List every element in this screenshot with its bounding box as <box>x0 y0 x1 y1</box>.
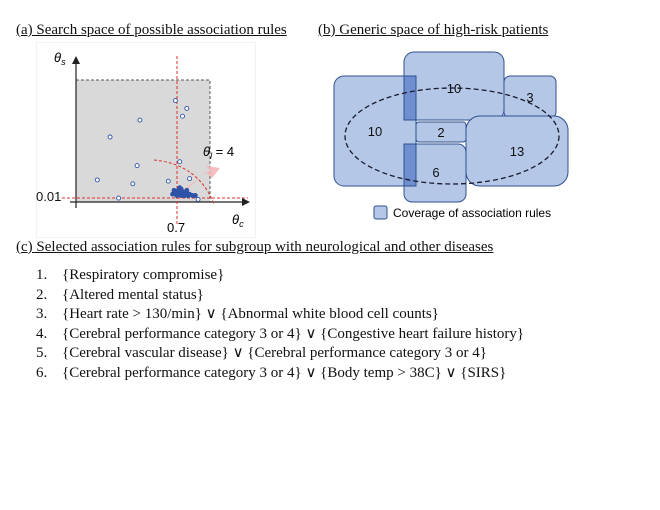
data-points <box>94 98 201 202</box>
rule-text: {Heart rate > 130/min} ∨ {Abnormal white… <box>62 306 439 323</box>
rule-text: {Altered mental status} <box>62 286 204 303</box>
rule-item: 5. {Cerebral vascular disease} ∨ {Cerebra… <box>36 344 524 364</box>
scatter-point-0 <box>107 134 113 140</box>
scatter-point-10 <box>165 178 171 184</box>
caption-panel-a: (a) Search space of possible association… <box>16 22 287 38</box>
rule-number: 3. <box>36 306 48 323</box>
legend-label: Coverage of association rules <box>393 206 551 220</box>
feasible-region <box>75 79 211 203</box>
rule-text: {Cerebral performance category 3 or 4} ∨… <box>62 325 525 342</box>
scatter-point-3 <box>180 113 185 119</box>
x-axis-label: θc <box>232 212 244 229</box>
scatter-point-1 <box>137 117 143 123</box>
rule-number: 1. <box>36 267 48 283</box>
coverage-diagram: 10 3 10 2 13 6 Coverage of association r… <box>333 51 569 220</box>
scatter-point-36 <box>195 196 201 202</box>
y-threshold-label: 0.01 <box>36 189 62 204</box>
rule-item: 6. {Cerebral performance category 3 or 4}… <box>36 364 524 384</box>
caption-panel-b: (b) Generic space of high-risk patients <box>318 22 549 38</box>
scatter-point-34 <box>184 187 190 193</box>
rule-text: {Respiratory compromise} <box>62 267 225 283</box>
rule-item: 4. {Cerebral performance category 3 or 4}… <box>36 325 524 345</box>
overlap-left-top <box>403 75 417 121</box>
rule-item: 1. {Respiratory compromise} <box>36 266 524 286</box>
legend-swatch <box>373 205 388 220</box>
scatter-point-5 <box>134 163 140 169</box>
scatter-point-12 <box>187 176 193 182</box>
association-rule-list: 1. {Respiratory compromise} 2. {Altered men… <box>36 266 524 384</box>
region-count-top-right: 3 <box>526 90 533 105</box>
y-axis-label: θs <box>54 50 66 67</box>
scatter-point-29 <box>174 193 180 198</box>
region-count-left: 10 <box>368 124 382 139</box>
scatter-point-2 <box>172 98 178 104</box>
lift-curve-label: θl = 4 <box>203 144 234 161</box>
high-risk-space <box>344 87 560 185</box>
rule-item: 3. {Heart rate > 130/min} ∨ {Abnormal whi… <box>36 305 524 325</box>
scatter-point-33 <box>177 185 183 191</box>
rule-number: 2. <box>36 286 48 303</box>
rule-number: 5. <box>36 345 48 362</box>
region-count-center: 2 <box>437 125 444 140</box>
rule-text: {Cerebral vascular disease} ∨ {Cerebral … <box>62 345 488 362</box>
scatter-point-32 <box>170 191 176 197</box>
scatter-point-9 <box>116 195 122 201</box>
region-count-bottom: 6 <box>432 165 439 180</box>
search-space-chart: θs θc 0.7 θl = 4 <box>36 42 256 238</box>
rule-text: {Cerebral performance category 3 or 4} ∨… <box>62 364 507 381</box>
scatter-point-7 <box>94 177 100 183</box>
rule-number: 6. <box>36 364 48 381</box>
rule-number: 4. <box>36 325 48 342</box>
lift-curve <box>153 159 215 205</box>
lift-direction-arrow <box>180 166 220 194</box>
overlap-left-bottom <box>403 143 417 187</box>
scatter-point-31 <box>181 193 187 198</box>
rule-item: 2. {Altered mental status} <box>36 286 524 306</box>
scatter-point-35 <box>192 193 198 198</box>
scatter-point-6 <box>177 159 183 165</box>
caption-panel-c: (c) Selected association rules for subgr… <box>16 239 494 255</box>
scatter-point-8 <box>130 181 136 187</box>
x-threshold-label: 0.7 <box>167 220 185 235</box>
region-count-right: 13 <box>510 144 524 159</box>
scatter-point-4 <box>184 105 190 111</box>
region-count-top: 10 <box>447 81 461 96</box>
